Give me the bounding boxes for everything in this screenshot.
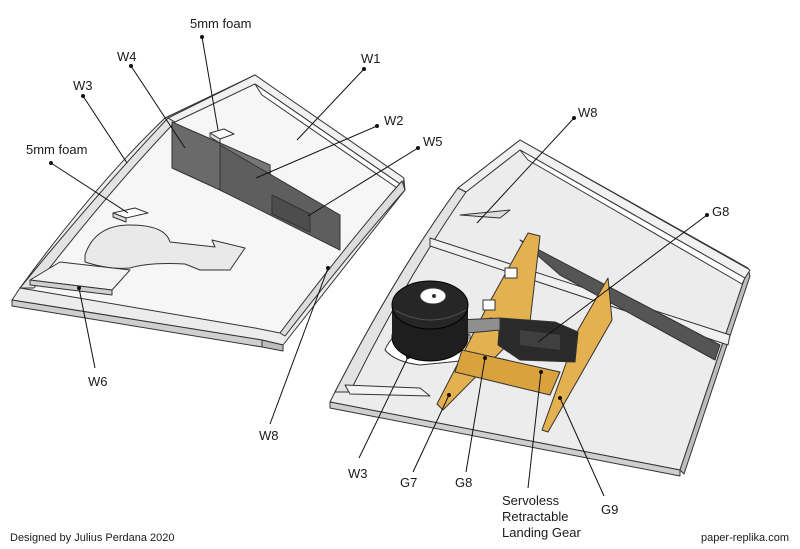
g7-base-plate [454,349,561,396]
label-foam-top: 5mm foam [190,16,251,31]
left-wing-section [11,74,406,352]
label-g9: G9 [601,502,618,517]
label-gear-line3: Landing Gear [502,525,581,540]
label-w5: W5 [423,134,443,149]
label-w8-left: W8 [259,428,279,443]
label-g7: G7 [400,475,417,490]
g8-window-2 [482,299,496,311]
g8-window-1 [504,267,518,279]
label-w4: W4 [117,49,137,64]
footer-credit: Designed by Julius Perdana 2020 [10,532,175,544]
label-w1: W1 [361,51,381,66]
label-w6: W6 [88,374,108,389]
label-w2: W2 [384,113,404,128]
label-w8-right: W8 [578,105,598,120]
label-gear-line2: Retractable [502,509,568,524]
label-w3-left: W3 [73,78,93,93]
landing-gear-assembly [391,232,613,433]
label-w3-bottom: W3 [348,466,368,481]
g9-side-plate [541,277,613,433]
label-foam-left: 5mm foam [26,142,87,157]
label-g8-bottom: G8 [455,475,472,490]
right-wing-section [329,139,751,477]
callout-labels: 5mm foam W4 W3 5mm foam W1 W2 W5 W6 W8 W… [26,16,729,540]
label-gear-line1: Servoless [502,493,560,508]
label-g8-top: G8 [712,204,729,219]
footer-site: paper-replika.com [701,532,789,544]
leader-lines [49,35,709,497]
